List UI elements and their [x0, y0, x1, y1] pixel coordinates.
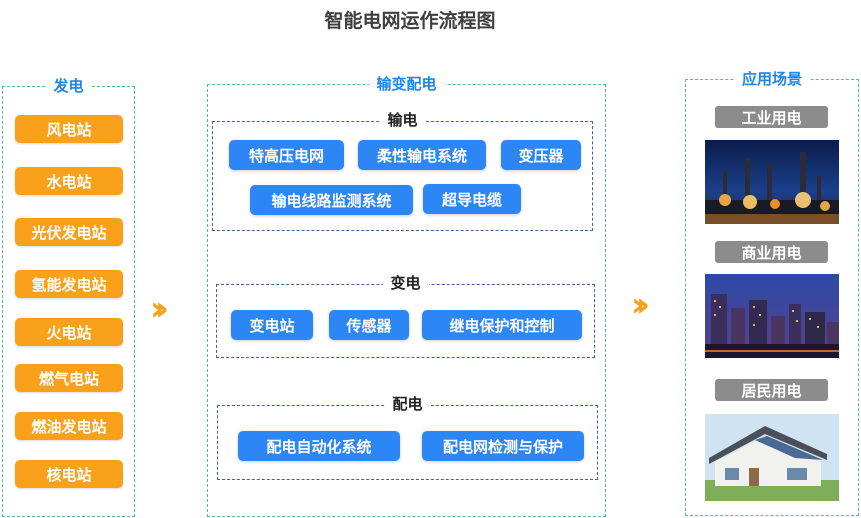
scene-label-industrial: 工业用电 [715, 106, 828, 128]
transformation-subpanel: 变电 [216, 273, 595, 358]
trans-item-uhv-grid[interactable]: 特高压电网 [229, 140, 344, 170]
flow-arrow-2: ›› [631, 285, 650, 325]
transformation-label: 变电 [382, 273, 429, 293]
diagram-title: 智能电网运作流程图 [324, 10, 496, 32]
gen-item-wind[interactable]: 风电站 [15, 115, 123, 143]
gen-item-thermal[interactable]: 火电站 [15, 318, 123, 346]
generation-panel: 发电 [2, 76, 135, 517]
transf-item-sensor[interactable]: 传感器 [329, 310, 409, 340]
gen-item-hydrogen[interactable]: 氢能发电站 [15, 270, 123, 298]
transmission-subpanel: 输电 [212, 110, 593, 231]
trans-item-superconductor[interactable]: 超导电缆 [423, 184, 521, 214]
trans-item-transformer[interactable]: 变压器 [501, 140, 581, 170]
generation-label: 发电 [45, 76, 92, 96]
commercial-image [705, 274, 839, 358]
scene-label-residential: 居民用电 [715, 379, 828, 401]
transmission-distribution-panel: 输变配电 [207, 74, 606, 517]
transmission-label: 输电 [379, 110, 426, 130]
gen-item-solar[interactable]: 光伏发电站 [15, 218, 123, 246]
application-label: 应用场景 [733, 69, 811, 89]
industrial-image [705, 140, 839, 224]
distribution-subpanel: 配电 [217, 394, 598, 480]
flow-arrow-1: ›› [150, 289, 169, 329]
transf-item-relay[interactable]: 继电保护和控制 [422, 310, 582, 340]
transf-item-substation[interactable]: 变电站 [231, 310, 313, 340]
gen-item-nuclear[interactable]: 核电站 [15, 460, 123, 488]
residential-image [705, 414, 839, 501]
gen-item-gas[interactable]: 燃气电站 [15, 364, 123, 392]
trans-item-flexible[interactable]: 柔性输电系统 [358, 140, 486, 170]
dist-item-automation[interactable]: 配电自动化系统 [238, 431, 400, 461]
gen-item-hydro[interactable]: 水电站 [15, 167, 123, 195]
trans-item-line-monitor[interactable]: 输电线路监测系统 [250, 185, 413, 215]
transmission-distribution-label: 输变配电 [368, 74, 445, 94]
application-panel: 应用场景 [685, 69, 859, 516]
gen-item-oil[interactable]: 燃油发电站 [15, 412, 123, 440]
distribution-label: 配电 [384, 394, 431, 414]
scene-label-commercial: 商业用电 [715, 241, 828, 263]
dist-item-detection[interactable]: 配电网检测与保护 [422, 431, 584, 461]
